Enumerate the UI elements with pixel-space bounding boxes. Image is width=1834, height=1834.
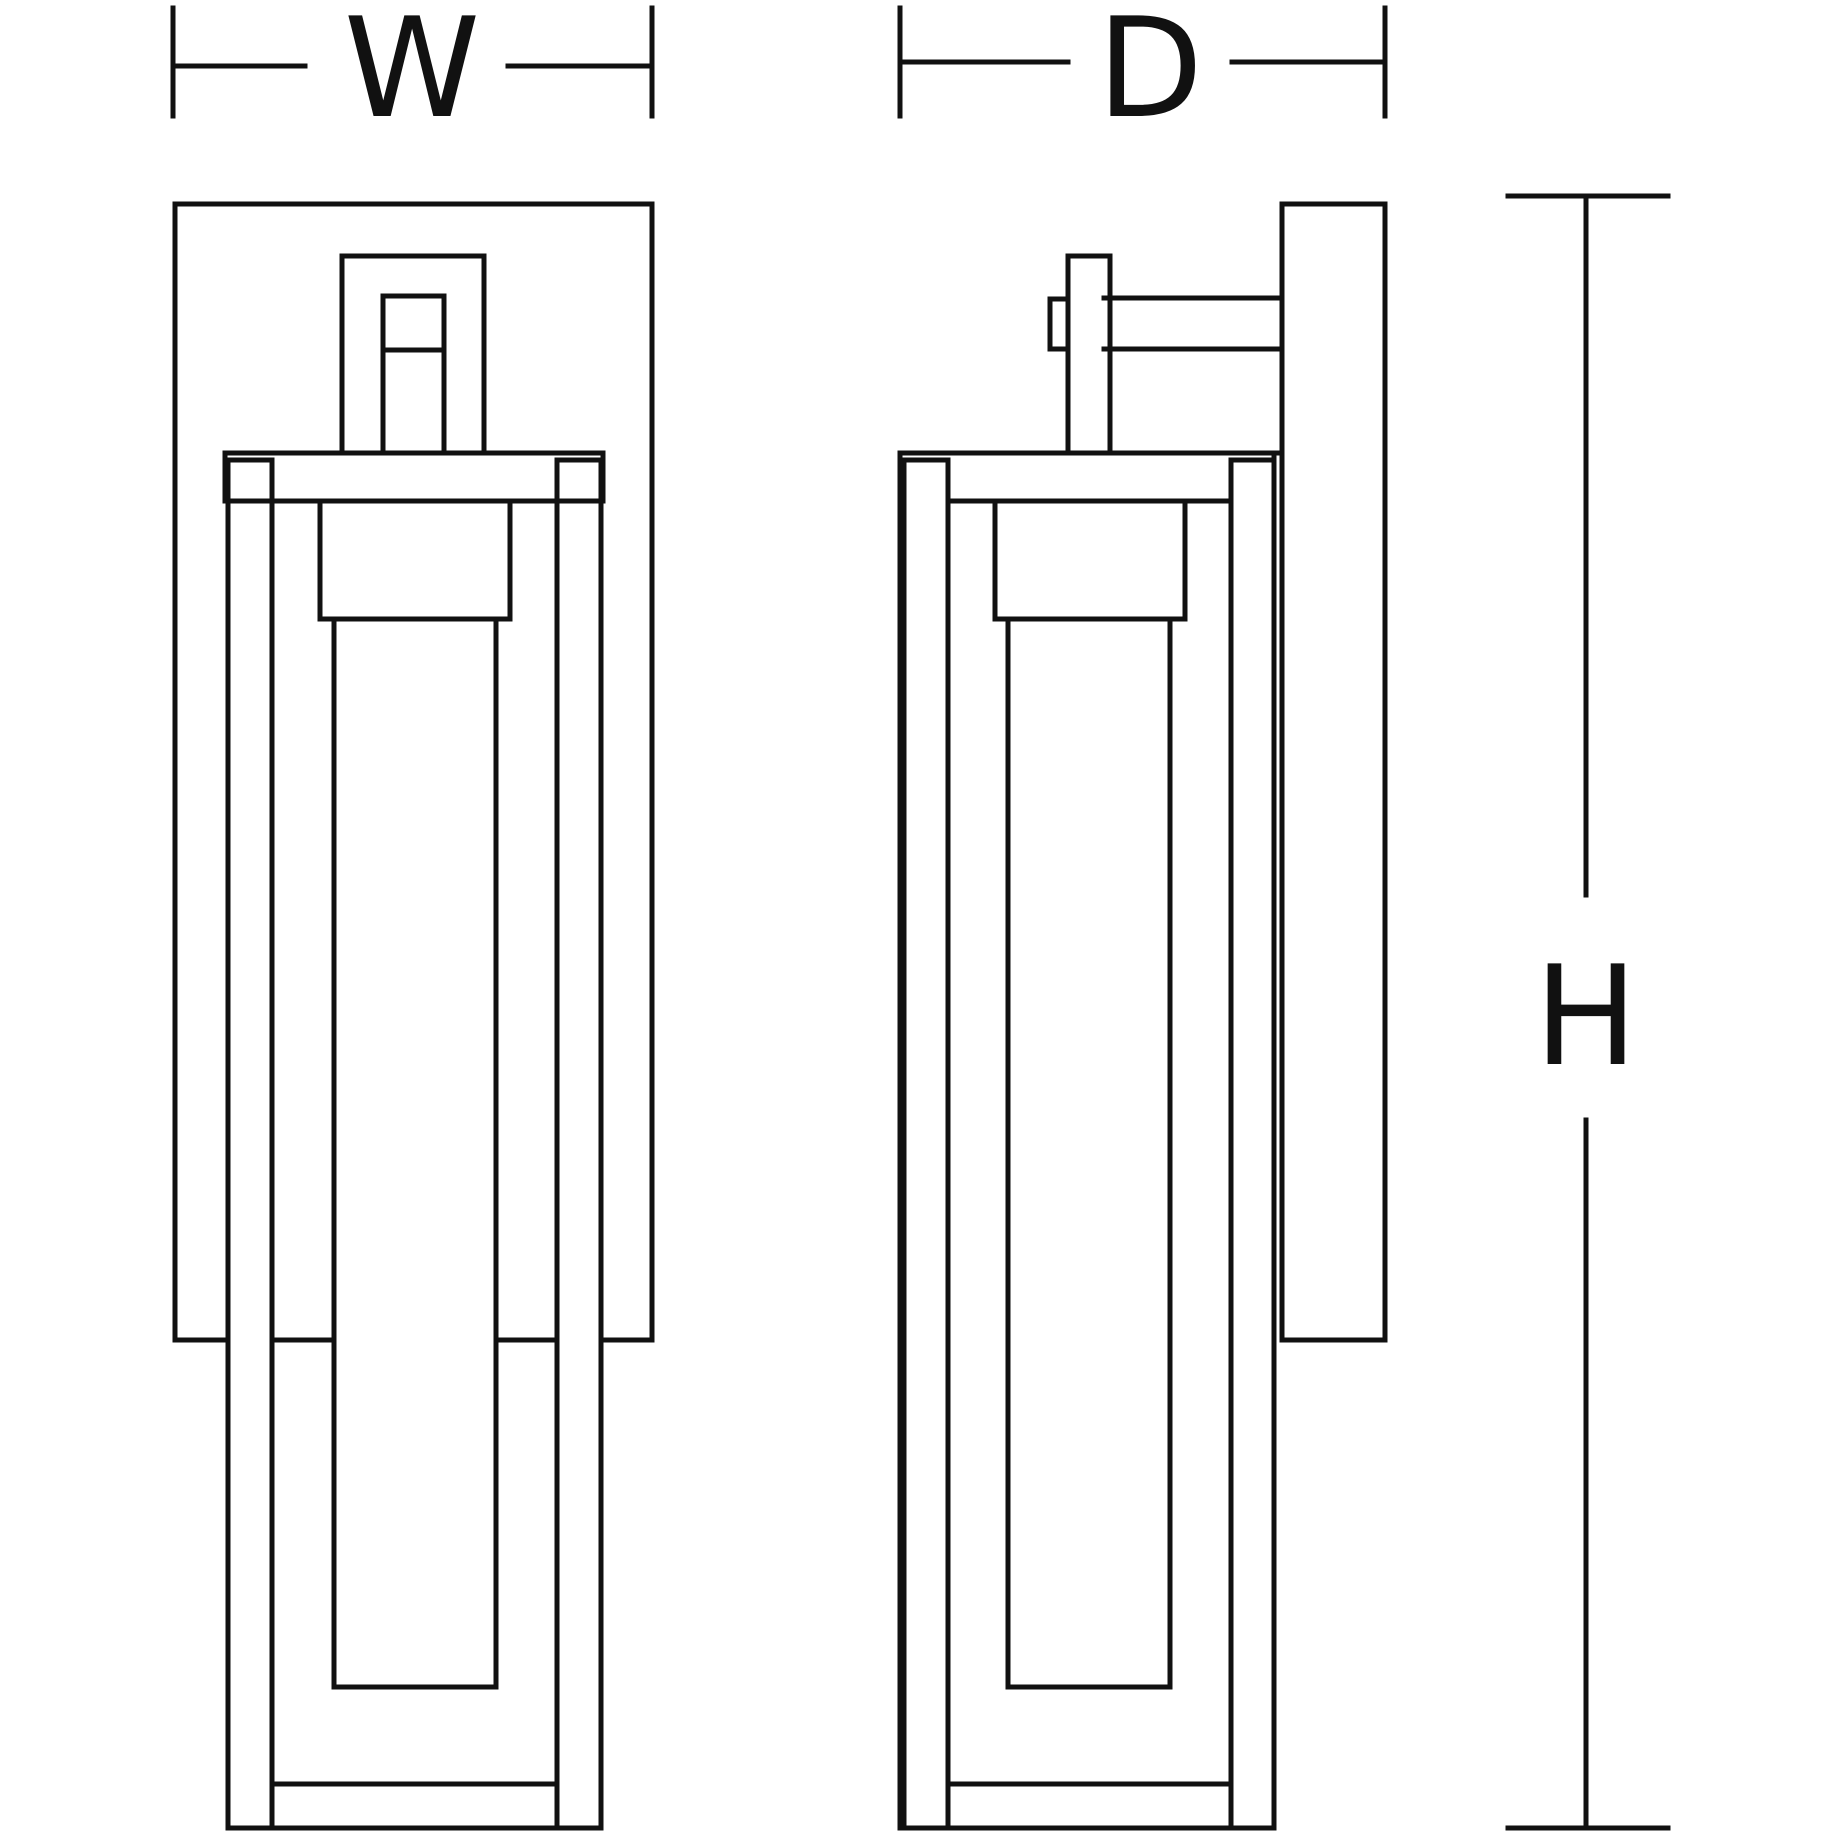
side-socket xyxy=(992,498,1188,622)
front-backplate xyxy=(172,201,655,1343)
front-top-mount xyxy=(339,253,487,456)
side-backplate xyxy=(1279,201,1388,1343)
side-top-cap xyxy=(897,450,1285,1831)
height-label: H xyxy=(1534,936,1638,1097)
height-dimension: H xyxy=(1505,193,1671,1831)
front-top-mount-inner xyxy=(380,293,447,456)
front-socket xyxy=(317,498,513,622)
side-view xyxy=(897,201,1388,1831)
side-mount-post xyxy=(1065,253,1113,456)
depth-dimension: D xyxy=(897,0,1388,149)
side-right-post xyxy=(1228,457,1277,1831)
width-dimension: W xyxy=(170,0,655,149)
front-view xyxy=(172,201,655,1831)
front-top-cap xyxy=(222,450,606,504)
front-right-post xyxy=(554,457,604,1831)
front-glass-panel xyxy=(331,616,499,1690)
width-label: W xyxy=(344,0,480,149)
side-left-post xyxy=(901,457,951,1831)
side-arm-nut xyxy=(1047,296,1071,352)
depth-label: D xyxy=(1097,0,1203,149)
side-glass-panel xyxy=(1005,616,1173,1690)
front-left-post xyxy=(225,457,275,1831)
